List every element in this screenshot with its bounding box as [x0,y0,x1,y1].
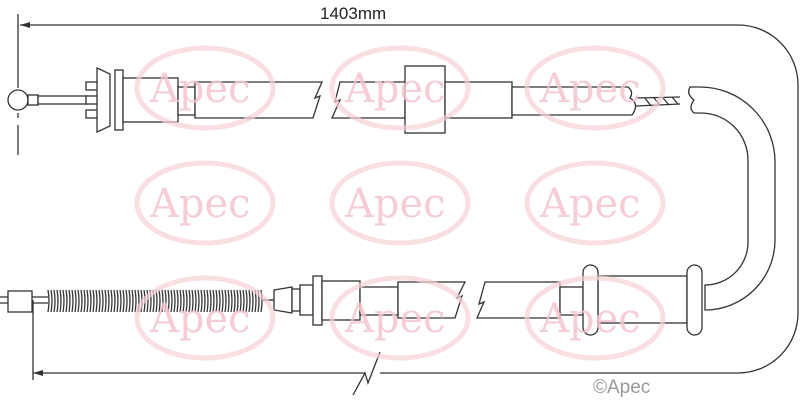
spring-coil [218,289,221,313]
spring-coil [221,289,224,313]
spring-coil [119,289,122,313]
spring-coil [254,289,257,313]
spring-coil [248,289,251,313]
spring-coil [233,289,236,313]
end-ferrule [7,290,33,313]
spring-coil [182,289,185,313]
spring-coil [65,289,68,313]
spring-coil [239,289,242,313]
spring-coil [50,289,53,313]
outer-sleeve [194,81,323,119]
arrow-left-top [20,22,30,28]
swage [27,94,39,106]
grommet-right [686,264,703,336]
spring-coil [131,289,134,313]
arrow-left-bottom [33,370,43,376]
spring-coil [77,289,80,313]
spring-coil [251,289,254,313]
spring-coil [170,289,173,313]
spring-coil [191,289,194,313]
spring-coil [158,289,161,313]
spring-coil [224,289,227,313]
spring-coil [128,289,131,313]
spring-coil [134,289,137,313]
spring-coil [152,289,155,313]
dimension-line: 1403mm [17,4,799,396]
eye-ring [7,89,29,111]
spring-coil [95,289,98,313]
spring-coil [47,289,50,313]
spring-coil [107,289,110,313]
spring-coil [80,289,83,313]
spring-coil [215,289,218,313]
spring-coil [116,289,119,313]
dimension-label: 1403mm [320,4,386,23]
spring-coil [113,289,116,313]
spring-coil [89,289,92,313]
spring-coil [257,289,260,313]
spring-coil [227,289,230,313]
watermark-text: Apec [344,181,446,227]
curved-conduit [688,86,776,311]
spring-coil [206,289,209,313]
bottom-cable [0,264,703,336]
spring-coil [209,289,212,313]
spring-coil [203,289,206,313]
grommet-block [404,65,446,134]
plate [312,275,323,326]
watermark-ellipse [329,160,471,246]
spring-coil [143,289,146,313]
spring-coil [236,289,239,313]
spring-coil [53,289,56,313]
spring-coil [173,289,176,313]
spring-coil [83,289,86,313]
spring-coil [149,289,152,313]
spring-coil [155,289,158,313]
spring [47,289,263,313]
spring-coil [59,289,62,313]
spring-coil [146,289,149,313]
spring-coil [122,289,125,313]
spring-coil [200,289,203,313]
grommet-left [582,264,599,336]
copyright-label: ©Apec [593,377,650,398]
spring-coil [176,289,179,313]
spring-coil [230,289,233,313]
spring-coil [188,289,191,313]
spring-coil [104,289,107,313]
spring-coil [110,289,113,313]
spring-coil [167,289,170,313]
top-cable [7,65,776,311]
watermark-text: Apec [149,181,251,227]
watermark-text: Apec [539,181,641,227]
spring-coil [125,289,128,313]
spring-coil [242,289,245,313]
spring-coil [71,289,74,313]
watermark-ellipse [134,160,276,246]
spring-coil [137,289,140,313]
spring-coil [140,289,143,313]
watermark-ellipse [524,160,666,246]
spring-coil [56,289,59,313]
spring-coil [179,289,182,313]
spring-coil [161,289,164,313]
spring-coil [212,289,215,313]
spring-coil [260,289,263,313]
spring-coil [197,289,200,313]
spring-coil [62,289,65,313]
spring-coil [86,289,89,313]
spring-coil [74,289,77,313]
spring-coil [92,289,95,313]
spring-coil [245,289,248,313]
inner-wire [37,95,89,105]
spring-coil [98,289,101,313]
spring-coil [68,289,71,313]
flange [96,66,111,134]
spring-coil [101,289,104,313]
spring-coil [194,289,197,313]
plate [114,69,124,131]
spring-coil [164,289,167,313]
spring-coil [185,289,188,313]
